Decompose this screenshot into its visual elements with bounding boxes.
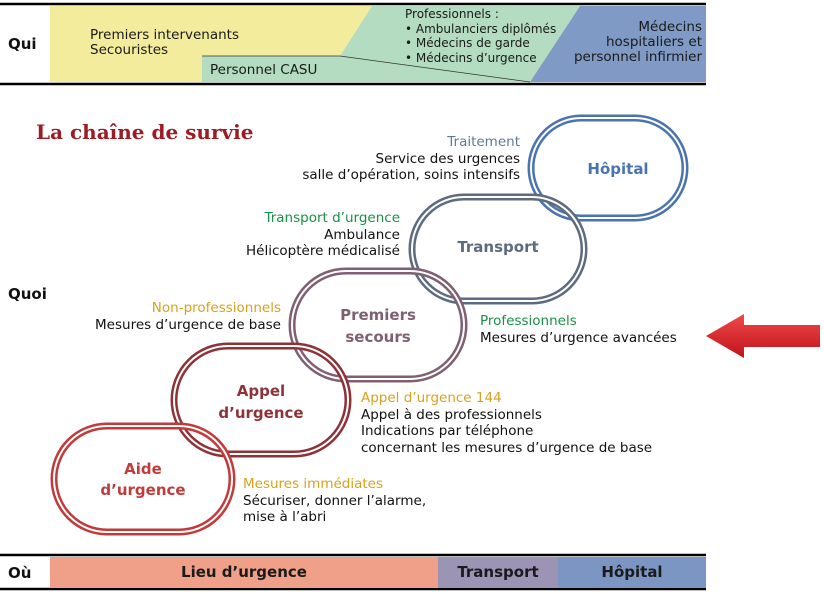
first-responders-text: Premiers intervenants Secouristes bbox=[90, 27, 240, 58]
annotation-immediates: Mesures immédiates Sécuriser, donner l’a… bbox=[243, 476, 427, 525]
link-premiers-secours bbox=[288, 267, 468, 383]
arrow-left-icon bbox=[706, 314, 820, 358]
link-label-premiers-1: Premiers bbox=[340, 306, 416, 324]
annotation-transport: Transport d’urgence Ambulance Hélicoptèr… bbox=[246, 210, 400, 259]
ou-segment-lieu: Lieu d’urgence bbox=[50, 557, 438, 588]
quoi-label: Quoi bbox=[8, 285, 47, 303]
link-label-appel-2: d’urgence bbox=[218, 404, 303, 422]
annotation-appel: Appel d’urgence 144 Appel à des professi… bbox=[361, 390, 653, 456]
chain-diagram: Aide d’urgence Appel d’urgence Premiers … bbox=[50, 114, 689, 536]
band-hospital bbox=[530, 6, 706, 82]
ou-label: Où bbox=[8, 564, 32, 582]
link-label-transport: Transport bbox=[457, 238, 538, 256]
ou-segment-transport: Transport bbox=[438, 557, 558, 588]
ou-bar-lines bbox=[0, 553, 706, 591]
band-casu bbox=[202, 6, 580, 82]
link-label-hopital: Hôpital bbox=[587, 160, 648, 178]
annotation-nonpro: Non-professionnels Mesures d’urgence de … bbox=[95, 300, 281, 333]
link-label-aide-1: Aide bbox=[124, 460, 162, 478]
annotation-traitement: Traitement Service des urgences salle d’… bbox=[302, 134, 520, 183]
hospital-staff-text: Médecins hospitaliers et personnel infir… bbox=[573, 19, 702, 65]
link-label-aide-2: d’urgence bbox=[100, 481, 185, 499]
casu-text: Personnel CASU bbox=[210, 62, 318, 78]
ou-segment-hopital: Hôpital bbox=[558, 557, 706, 588]
link-label-appel-1: Appel bbox=[237, 382, 285, 400]
band-first-responders bbox=[50, 6, 372, 82]
link-appel bbox=[170, 342, 352, 458]
qui-label: Qui bbox=[8, 35, 37, 53]
link-label-premiers-2: secours bbox=[345, 328, 410, 346]
qui-band bbox=[0, 2, 706, 86]
chain-title: La chaîne de survie bbox=[36, 120, 254, 144]
professionals-text: Professionnels : • Ambulanciers diplômés… bbox=[405, 7, 557, 65]
annotation-pro: Professionnels Mesures d’urgence avancée… bbox=[480, 313, 677, 346]
link-aide bbox=[50, 422, 236, 536]
